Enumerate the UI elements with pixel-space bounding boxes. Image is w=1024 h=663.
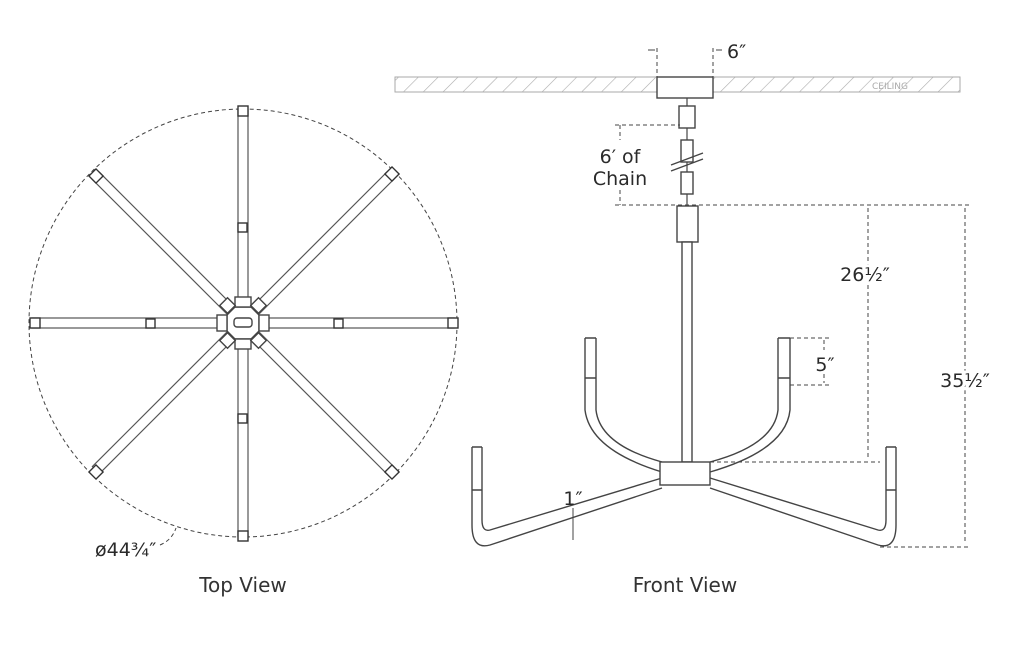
- front-view: CEILING 6″ 6′ of Chain 26½″: [394, 41, 993, 597]
- center-hub: [216, 296, 270, 350]
- diameter-label: ø44¾″: [95, 539, 156, 561]
- canopy-width-label: 6″: [727, 41, 746, 63]
- chain-length-label-2: Chain: [593, 168, 647, 190]
- top-view-caption: Top View: [198, 573, 287, 597]
- cup-height-label: 5″: [815, 354, 834, 376]
- hub: [659, 461, 711, 486]
- ceiling-label: CEILING: [872, 82, 908, 92]
- arm-end-caps: [29, 105, 459, 542]
- stem: [681, 241, 693, 463]
- arms-front: [471, 337, 897, 547]
- chain-length-label-1: 6′ of: [600, 146, 642, 168]
- top-view: ø44¾″ Top View: [28, 105, 459, 597]
- overall-height-label: 35½″: [940, 370, 990, 392]
- arm-thickness-label: 1″: [563, 488, 582, 510]
- diameter-leader: [159, 527, 177, 546]
- front-view-caption: Front View: [633, 573, 737, 597]
- chain: [670, 98, 704, 205]
- canopy: [656, 76, 714, 99]
- stem-coupling: [676, 205, 699, 243]
- body-height-label: 26½″: [840, 264, 890, 286]
